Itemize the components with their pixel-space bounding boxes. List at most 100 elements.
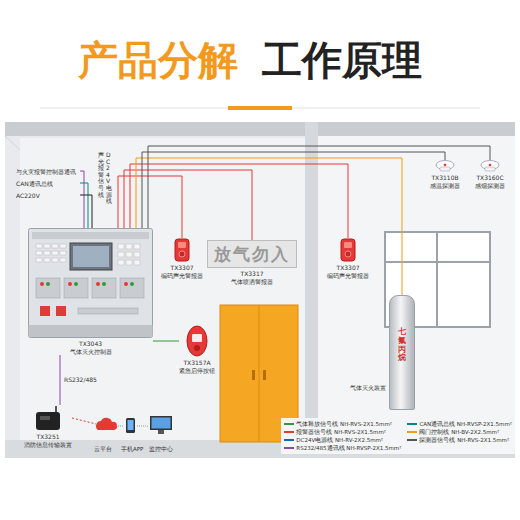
legend-text: 阀门控制线 NH-BV-2X2.5mm² — [419, 428, 499, 436]
label-holder: 监控中心 — [149, 446, 173, 453]
device-label: TX3307 — [170, 264, 193, 272]
emergency-button: TX3157A紧急启停按钮 — [179, 325, 215, 374]
title-text: 产品分解 — [78, 36, 238, 84]
alarm-icon — [340, 238, 356, 262]
partition-wall — [305, 122, 318, 458]
device-label: 感烟探测器 — [475, 182, 505, 190]
legend-text: RS232/485通讯线 NH-RVSP-2X1.5mm² — [296, 444, 401, 452]
icon-holder — [480, 160, 500, 172]
icon-label: 云平台 — [94, 446, 112, 453]
wire-connector — [130, 164, 348, 238]
monitor-stand — [158, 430, 164, 434]
monitor-icon — [150, 416, 172, 430]
link-line — [137, 426, 148, 427]
legend-item: CAN通讯总线 NH-RVSP-2X1.5mm² — [407, 420, 512, 428]
phone-screen — [128, 420, 134, 430]
device-label: 消防信息传输装置 — [24, 441, 72, 449]
label-holder: 声光报警信号线 — [98, 152, 104, 198]
device-label: 紧急启停按钮 — [179, 367, 215, 375]
label-holder: 气体灭火装置 — [350, 384, 386, 392]
perspective-line — [5, 136, 20, 150]
device-label: 感温探测器 — [430, 182, 460, 190]
icon-label: 手机APP — [121, 446, 143, 453]
can-wire — [80, 183, 88, 228]
legend-swatch — [284, 439, 294, 441]
edge-label: RS232/485 — [63, 376, 98, 383]
window-bar — [385, 261, 490, 263]
legend-item: RS232/485通讯线 NH-RVSP-2X1.5mm² — [284, 444, 401, 452]
device-label: 气体灭火控制器 — [70, 348, 112, 356]
legend-text: 探测器信号线 NH-RVS-2X1.5mm² — [419, 436, 509, 444]
icon-holder — [340, 238, 356, 262]
label-holder: DC24V电源线 — [106, 152, 112, 205]
room-ground — [5, 122, 515, 458]
device-label: TX3307 — [336, 264, 359, 272]
phone-icon — [126, 418, 135, 433]
device-label: TX3160C — [476, 174, 503, 182]
control-panel: TX3043气体灭火控制器 — [28, 228, 153, 355]
legend-swatch — [284, 431, 294, 433]
power-wire — [80, 195, 92, 228]
door-split — [259, 305, 260, 442]
door-handle — [252, 370, 255, 380]
wire-label: 与火灾报警控制器通讯 — [16, 168, 76, 177]
legend-text: DC24V电源线 NH-RV-2X2.5mm² — [296, 436, 383, 444]
wire-label: DC24V电源线 — [106, 152, 112, 205]
wire-label: AC220V — [16, 192, 40, 199]
button-icon — [186, 325, 208, 357]
sign-box: 放气勿入 — [207, 240, 297, 268]
label-holder: CAN通讯总线 — [16, 180, 53, 189]
legend-swatch — [284, 447, 294, 449]
door-handle — [263, 370, 266, 380]
device-icon — [34, 405, 62, 431]
edge-label-holder: RS232/485 — [63, 376, 98, 383]
legend-swatch — [407, 439, 417, 441]
label-holder: 工作原理 — [262, 36, 422, 84]
ceiling — [5, 122, 515, 136]
icon-holder — [435, 160, 455, 172]
heat-detector: TX3110B感温探测器 — [430, 160, 460, 189]
device-label: 编码声光警报器 — [327, 272, 369, 280]
legend-swatch — [407, 431, 417, 433]
sounder-strobe: TX3307编码声光警报器 — [161, 238, 203, 279]
legend-item: 报警器信号线 NH-RVS-2X1.5mm² — [284, 428, 401, 436]
monitor-screen — [152, 418, 171, 429]
wire-label: CAN通讯总线 — [16, 180, 53, 189]
window-bar — [436, 232, 438, 327]
sounder-strobe: TX3307编码声光警报器 — [327, 238, 369, 279]
icon-holder — [34, 405, 62, 431]
icon-label: 监控中心 — [149, 446, 173, 453]
alarm-icon — [174, 238, 190, 262]
detector-icon — [480, 160, 500, 172]
icon-holder — [174, 238, 190, 262]
gas-release-sign: 放气勿入TX3317气体喷洒警报器 — [207, 240, 297, 285]
label-holder: 云平台 — [94, 446, 112, 453]
device-label: 气体灭火装置 — [350, 384, 386, 392]
device-label: 编码声光警报器 — [161, 272, 203, 280]
panel-icon — [28, 228, 153, 338]
device-label: 气体喷洒警报器 — [231, 278, 273, 286]
legend-text: 报警器信号线 NH-RVS-2X1.5mm² — [296, 428, 386, 436]
device-label: TX3110B — [431, 174, 458, 182]
wire-connector — [142, 152, 445, 228]
wire-label: 声光报警信号线 — [98, 152, 104, 198]
label-holder: 与火灾报警控制器通讯 — [16, 168, 76, 177]
transmission-device: TX3251消防信息传输装置 — [24, 405, 72, 448]
wire-connector — [148, 146, 490, 228]
title-holder: 产品分解 — [78, 36, 238, 84]
label-holder: 手机APP — [121, 446, 143, 453]
legend-item: 阀门控制线 NH-BV-2X2.5mm² — [407, 428, 512, 436]
cloud-icon — [96, 418, 117, 430]
wire-connector — [153, 341, 179, 342]
legend-item: 气体释放信号线 NH-RVS-2X1.5mm² — [284, 420, 401, 428]
device-label: TX3157A — [183, 359, 210, 367]
title-part: 工作原理 — [262, 36, 422, 84]
comm-wire — [80, 171, 84, 228]
link-line — [116, 426, 124, 427]
smoke-detector: TX3160C感烟探测器 — [475, 160, 505, 189]
legend: 气体释放信号线 NH-RVS-2X1.5mm²报警器信号线 NH-RVS-2X1… — [281, 418, 515, 454]
legend-text: CAN通讯总线 NH-RVSP-2X1.5mm² — [419, 420, 512, 428]
device-label: TX3043 — [79, 340, 102, 348]
legend-text: 气体释放信号线 NH-RVS-2X1.5mm² — [296, 420, 392, 428]
